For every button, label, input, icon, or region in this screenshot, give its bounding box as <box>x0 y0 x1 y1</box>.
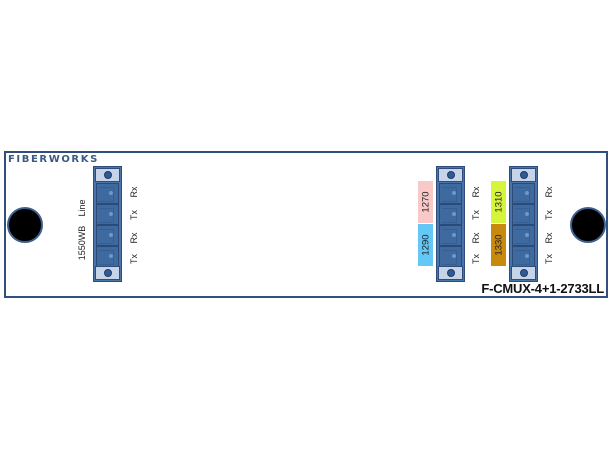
wavelength-1270: 1270 <box>418 181 433 223</box>
port-tx-1330[interactable] <box>512 246 535 267</box>
screw-icon <box>519 171 528 179</box>
connector-line <box>93 166 122 282</box>
port-label: Tx <box>471 210 481 220</box>
screw-icon <box>446 269 455 277</box>
screw-icon <box>103 269 112 277</box>
port-label: Tx <box>544 210 554 220</box>
port-rx-1270[interactable] <box>439 183 462 204</box>
connector-1270-1290 <box>436 166 465 282</box>
port-label: Tx <box>129 210 139 220</box>
port-rx-1[interactable] <box>96 183 119 204</box>
wavelength-1330: 1330 <box>491 224 506 266</box>
port-label: Rx <box>129 232 139 244</box>
brand-logo: FIBERWORKS <box>8 154 99 165</box>
connector-1310-1330 <box>509 166 538 282</box>
bottom-cap <box>438 266 463 280</box>
screw-icon <box>103 171 112 179</box>
bottom-cap <box>95 266 120 280</box>
port-label: Rx <box>544 186 554 198</box>
port-label: Tx <box>129 254 139 264</box>
top-cap <box>438 168 463 182</box>
screw-icon <box>519 269 528 277</box>
port-rx-1310[interactable] <box>512 183 535 204</box>
model-number: F-CMUX-4+1-2733LL <box>481 281 604 296</box>
wavelength-1290: 1290 <box>418 224 433 266</box>
port-tx-1310[interactable] <box>512 204 535 225</box>
top-cap <box>95 168 120 182</box>
port-label: Rx <box>471 186 481 198</box>
left-mounting-hole <box>7 207 43 243</box>
bottom-cap <box>511 266 536 280</box>
port-tx-1290[interactable] <box>439 246 462 267</box>
port-tx-1270[interactable] <box>439 204 462 225</box>
port-label: Rx <box>471 232 481 244</box>
port-label: Rx <box>544 232 554 244</box>
wavelength-1310: 1310 <box>491 181 506 223</box>
port-tx-1[interactable] <box>96 204 119 225</box>
port-label: Rx <box>129 186 139 198</box>
port-label: Tx <box>471 254 481 264</box>
top-cap <box>511 168 536 182</box>
port-tx-2[interactable] <box>96 246 119 267</box>
port-rx-1330[interactable] <box>512 225 535 246</box>
screw-icon <box>446 171 455 179</box>
port-rx-1290[interactable] <box>439 225 462 246</box>
band-label: 1550WB <box>77 225 87 261</box>
right-mounting-hole <box>570 207 606 243</box>
port-label: Tx <box>544 254 554 264</box>
port-rx-2[interactable] <box>96 225 119 246</box>
